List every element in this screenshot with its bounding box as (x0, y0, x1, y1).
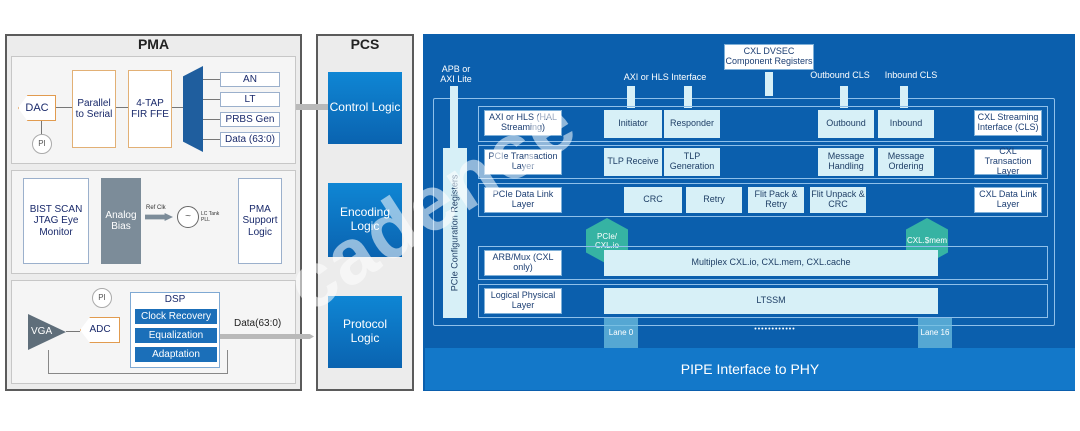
data-out-label: Data(63:0) (234, 318, 282, 329)
mux-input-line-2 (203, 99, 220, 100)
pma-title: PMA (137, 36, 170, 52)
data-out-arrow (220, 334, 314, 339)
logical-phy-block: Logical Physical Layer (484, 288, 562, 314)
inbound-arrow (900, 86, 908, 108)
pcs-title: PCS (350, 36, 380, 52)
cxl-streaming-block: CXL Streaming Interface (CLS) (974, 110, 1042, 136)
fir-ffe-block: 4-TAP FIR FFE (128, 70, 172, 148)
arrow-mux-to-fir (172, 107, 183, 108)
lane-dots: •••••••••••• (754, 326, 796, 333)
arrow-vga-to-adc (66, 331, 80, 332)
arrow-dac-to-pi (41, 121, 42, 134)
message-ordering-block: Message Ordering (878, 148, 934, 176)
tlp-receive-block: TLP Receive (604, 148, 662, 176)
lc-tank-label: LC Tank PLL (201, 211, 220, 223)
pi-bottom-icon: PI (92, 288, 112, 308)
pcs-to-pma-arrow (296, 104, 328, 110)
bist-block: BIST SCAN JTAG Eye Monitor (23, 178, 89, 264)
row5-frame (478, 284, 1048, 318)
cxl-dll-block: CXL Data Link Layer (974, 187, 1042, 213)
protocol-logic-block: Protocol Logic (328, 296, 402, 368)
dsp-title: DSP (164, 294, 186, 305)
row1-frame (478, 106, 1048, 142)
apb-arrow (450, 86, 458, 148)
adaptation-block: Adaptation (135, 347, 217, 362)
equalization-block: Equalization (135, 328, 217, 343)
parallel-to-serial-block: Parallel to Serial (72, 70, 116, 148)
inbound-cls-label: Inbound CLS (884, 70, 938, 80)
apb-label: APB or AXI Lite (440, 64, 472, 85)
responder-arrow (684, 86, 692, 108)
pll-icon: ~ (177, 206, 199, 228)
ltssm-block: LTSSM (604, 288, 938, 314)
data-in-block: Data (63:0) (220, 132, 280, 147)
message-handling-block: Message Handling (818, 148, 874, 176)
clock-recovery-block: Clock Recovery (135, 309, 217, 324)
axi-hls-iface-label: AXI or HLS Interface (623, 72, 707, 82)
row2-frame (478, 145, 1048, 179)
cxl-txn-block: CXL Transaction Layer (974, 146, 1042, 176)
arrow-p2s-to-dac (56, 107, 72, 108)
cxl-inner-border (433, 98, 1055, 326)
dvsec-arrow (765, 72, 773, 96)
feedback-line (48, 350, 228, 374)
initiator-block: Initiator (604, 110, 662, 138)
dac-block: DAC (18, 95, 56, 121)
row3-frame (478, 183, 1048, 217)
encoding-logic-block: Encoding Logic (328, 183, 402, 257)
ref-clk-label: Ref Clk (146, 205, 166, 211)
mux-input-line-4 (203, 139, 220, 140)
outbound-arrow (840, 86, 848, 108)
flit-unpack-block: Flit Unpack & CRC (810, 187, 866, 213)
lane0-label: Lane 0 (608, 328, 634, 337)
axi-hal-block: AXI or HLS (HAL Streaming) (484, 110, 562, 136)
pcie-config-registers-block: PCIe Configuration Registers (443, 148, 467, 318)
arb-mux-block: ARB/Mux (CXL only) (484, 250, 562, 276)
multiplex-block: Multiplex CXL.io, CXL.mem, CXL.cache (604, 250, 938, 276)
flit-pack-block: Flit Pack & Retry (748, 187, 804, 213)
lane16-label: Lane 16 (920, 328, 950, 337)
analog-bias-block: Analog Bias (101, 178, 141, 264)
inbound-block: Inbound (878, 110, 934, 138)
prbs-gen-block: PRBS Gen (220, 112, 280, 127)
control-logic-block: Control Logic (328, 72, 402, 144)
mux-input-line-3 (203, 119, 220, 120)
crc-block: CRC (624, 187, 682, 213)
pcie-txn-block: PCIe Transaction Layer (484, 149, 562, 175)
lt-block: LT (220, 92, 280, 107)
row4-frame (478, 246, 1048, 280)
arrow-fir-to-p2s (116, 107, 128, 108)
initiator-arrow (627, 86, 635, 108)
mux-trapezoid (183, 66, 203, 152)
cxl-dvsec-block: CXL DVSEC Component Registers (724, 44, 814, 70)
pipe-interface-bar: PIPE Interface to PHY (425, 348, 1075, 390)
outbound-cls-label: Outbound CLS (810, 70, 870, 80)
retry-block: Retry (686, 187, 742, 213)
responder-block: Responder (664, 110, 720, 138)
adc-block: ADC (80, 317, 120, 343)
an-block: AN (220, 72, 280, 87)
pma-support-logic-block: PMA Support Logic (238, 178, 282, 264)
tlp-generation-block: TLP Generation (664, 148, 720, 176)
outbound-block: Outbound (818, 110, 874, 138)
mux-input-line-1 (203, 79, 220, 80)
ref-clk-arrow (145, 213, 173, 221)
pcie-dll-block: PCIe Data Link Layer (484, 187, 562, 213)
pi-top-icon: PI (32, 134, 52, 154)
